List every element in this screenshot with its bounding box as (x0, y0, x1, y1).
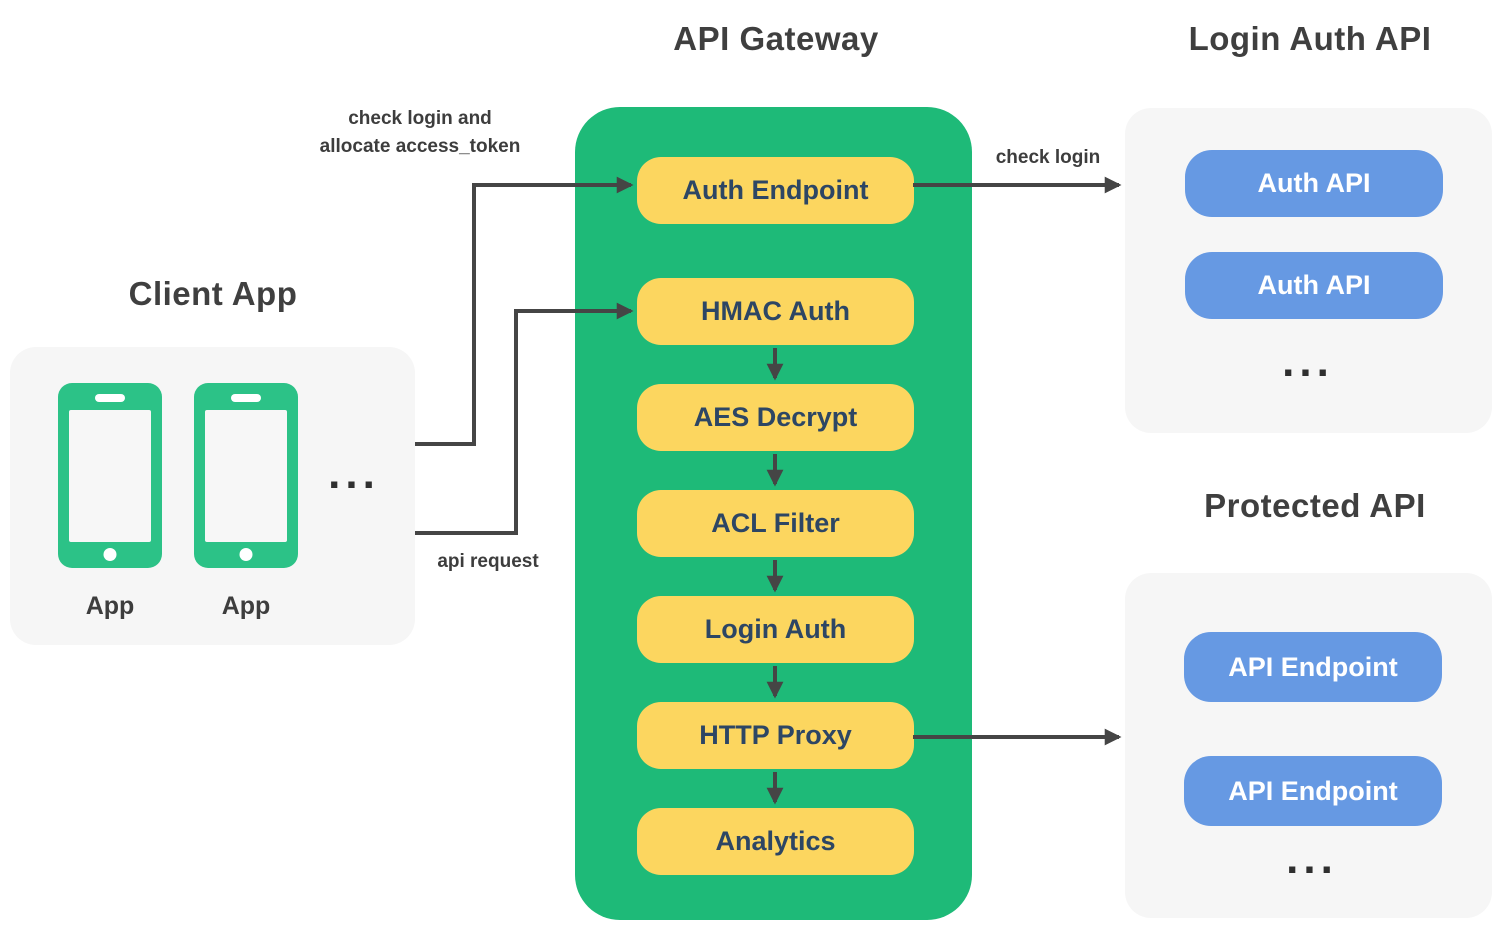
app-label: App (221, 592, 271, 620)
api-endpoint-node: API Endpoint (1184, 632, 1442, 702)
edge-label-line: check login and (348, 108, 492, 129)
client-ellipsis: ... (328, 449, 380, 498)
app-label: App (85, 592, 135, 620)
protected-api-ellipsis: ... (1286, 834, 1338, 883)
protected-api-title: Protected API (1204, 487, 1426, 524)
gateway-node-hmac-auth: HMAC Auth (637, 278, 914, 345)
phone-screen (205, 410, 287, 542)
gateway-node-acl-filter: ACL Filter (637, 490, 914, 557)
edge-label-check-login-allocate: check login and allocate access_token (280, 105, 560, 161)
smartphone-icon (194, 383, 298, 568)
edge-label-line: allocate access_token (319, 136, 521, 157)
gateway-node-auth-endpoint: Auth Endpoint (637, 157, 914, 224)
phone-speaker (231, 394, 261, 402)
login-auth-api-title: Login Auth API (1188, 20, 1432, 57)
gateway-node-aes-decrypt: AES Decrypt (637, 384, 914, 451)
phone-home-button (103, 548, 117, 561)
phone-screen (69, 410, 151, 542)
gateway-title: API Gateway (673, 20, 879, 57)
phone-speaker (95, 394, 125, 402)
auth-api-node: Auth API (1185, 150, 1443, 217)
gateway-node-analytics: Analytics (637, 808, 914, 875)
login-auth-api-ellipsis: ... (1282, 337, 1334, 386)
smartphone-icon (58, 383, 162, 568)
auth-api-node: Auth API (1185, 252, 1443, 319)
edge-label-api-request: api request (437, 551, 539, 572)
phone-home-button (239, 548, 253, 561)
edge-label-check-login: check login (995, 147, 1101, 168)
gateway-node-login-auth: Login Auth (637, 596, 914, 663)
api-endpoint-node: API Endpoint (1184, 756, 1442, 826)
protected-api-panel (1125, 573, 1492, 918)
client-app-title: Client App (128, 275, 298, 312)
gateway-node-http-proxy: HTTP Proxy (637, 702, 914, 769)
